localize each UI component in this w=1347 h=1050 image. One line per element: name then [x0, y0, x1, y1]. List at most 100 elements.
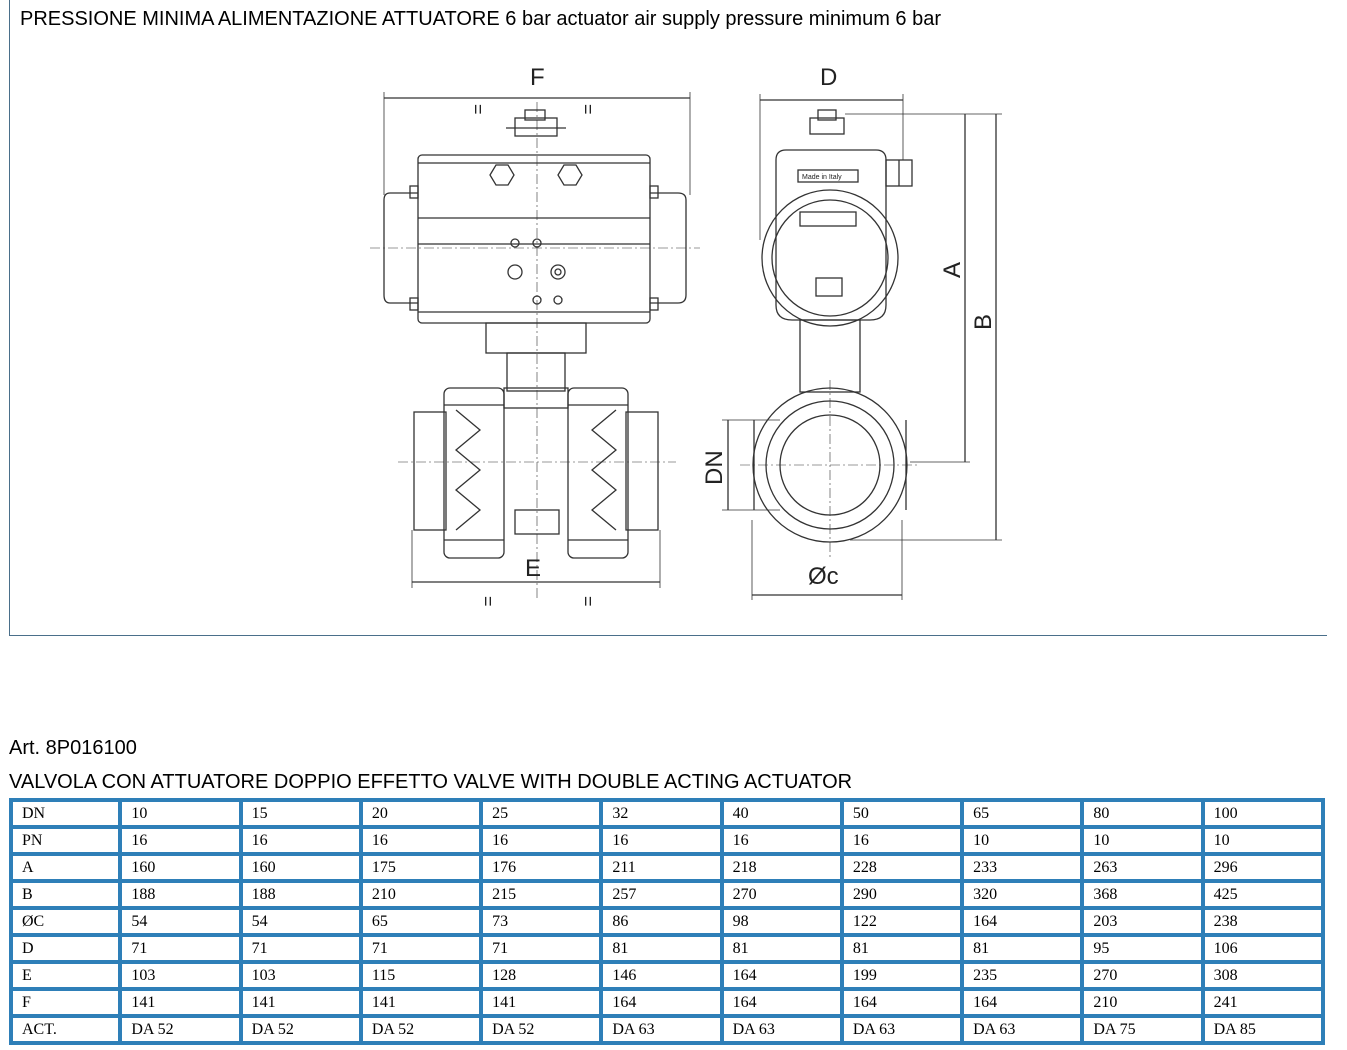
table-cell: 368 — [1083, 882, 1204, 909]
table-cell: 215 — [482, 882, 603, 909]
table-cell: 81 — [963, 936, 1084, 963]
table-cell: 263 — [1083, 855, 1204, 882]
table-cell: DA 63 — [722, 1017, 843, 1042]
table-cell: 65 — [963, 801, 1084, 828]
table-cell: 10 — [1083, 828, 1204, 855]
table-cell: 25 — [482, 801, 603, 828]
row-header-cell: A — [12, 855, 122, 882]
table-cell: 160 — [241, 855, 362, 882]
table-cell: 270 — [722, 882, 843, 909]
drawing-panel: PRESSIONE MINIMA ALIMENTAZIONE ATTUATORE… — [9, 0, 1327, 636]
table-cell: 100 — [1203, 801, 1322, 828]
table-cell: 235 — [963, 963, 1084, 990]
table-cell: DA 75 — [1083, 1017, 1204, 1042]
table-cell: 16 — [241, 828, 362, 855]
table-cell: 115 — [361, 963, 483, 990]
table-cell: 210 — [361, 882, 483, 909]
row-header-cell: ØC — [12, 909, 122, 936]
table-cell: 16 — [602, 828, 723, 855]
made-in-italy-plate: Made in Italy — [802, 174, 842, 181]
table-cell: 54 — [121, 909, 242, 936]
table-cell: 241 — [1203, 990, 1322, 1017]
table-cell: 15 — [241, 801, 362, 828]
article-description: VALVOLA CON ATTUATORE DOPPIO EFFETTO VAL… — [9, 771, 853, 793]
table-cell: 71 — [482, 936, 603, 963]
table-cell: 80 — [1083, 801, 1204, 828]
table-cell: 81 — [842, 936, 964, 963]
row-header-cell: DN — [12, 801, 122, 828]
table-cell: 188 — [121, 882, 242, 909]
row-header-cell: F — [12, 990, 122, 1017]
table-cell: 16 — [121, 828, 242, 855]
table-cell: DA 52 — [241, 1017, 362, 1042]
table-cell: 71 — [121, 936, 242, 963]
dim-eq-2: = — [578, 104, 598, 115]
table-cell: 210 — [1083, 990, 1204, 1017]
table-cell: 73 — [482, 909, 603, 936]
dim-eq-1: = — [468, 104, 488, 115]
table-cell: 103 — [241, 963, 362, 990]
dim-e-label: E — [525, 555, 541, 582]
table-cell: 320 — [963, 882, 1084, 909]
table-cell: 122 — [842, 909, 964, 936]
table-cell: 16 — [482, 828, 603, 855]
table-cell: 257 — [602, 882, 723, 909]
table-cell: 65 — [361, 909, 483, 936]
table-cell: 50 — [842, 801, 964, 828]
table-cell: 103 — [121, 963, 242, 990]
row-header-cell: E — [12, 963, 122, 990]
table-cell: 233 — [963, 855, 1084, 882]
table-cell: 141 — [482, 990, 603, 1017]
table-cell: 71 — [361, 936, 483, 963]
table-cell: 141 — [361, 990, 483, 1017]
table-cell: 16 — [361, 828, 483, 855]
table-cell: 95 — [1083, 936, 1204, 963]
table-cell: 176 — [482, 855, 603, 882]
table-cell: 128 — [482, 963, 603, 990]
dim-b-label: B — [970, 314, 997, 330]
row-header-cell: B — [12, 882, 122, 909]
table-cell: 270 — [1083, 963, 1204, 990]
table-cell: 308 — [1203, 963, 1322, 990]
table-cell: 10 — [963, 828, 1084, 855]
table-cell: 218 — [722, 855, 843, 882]
table-cell: DA 85 — [1203, 1017, 1322, 1042]
table-cell: 81 — [722, 936, 843, 963]
table-cell: 141 — [241, 990, 362, 1017]
dim-eq-4: = — [578, 596, 598, 607]
table-cell: DA 63 — [602, 1017, 723, 1042]
table-cell: 20 — [361, 801, 483, 828]
table-cell: 86 — [602, 909, 723, 936]
valve-technical-drawing: F = = — [370, 64, 1002, 607]
table-cell: DA 52 — [121, 1017, 242, 1042]
table-cell: 164 — [963, 909, 1084, 936]
row-header-cell: ACT. — [12, 1017, 122, 1042]
dim-dn-label: DN — [701, 450, 728, 485]
table-cell: DA 63 — [963, 1017, 1084, 1042]
table-cell: 10 — [121, 801, 242, 828]
table-cell: 160 — [121, 855, 242, 882]
table-cell: DA 52 — [482, 1017, 603, 1042]
table-cell: 238 — [1203, 909, 1322, 936]
table-cell: 10 — [1203, 828, 1322, 855]
supply-pressure-note: PRESSIONE MINIMA ALIMENTAZIONE ATTUATORE… — [20, 8, 942, 30]
table-cell: 290 — [842, 882, 964, 909]
table-cell: DA 52 — [361, 1017, 483, 1042]
table-cell: 211 — [602, 855, 723, 882]
dim-d-label: D — [820, 64, 837, 91]
table-cell: 199 — [842, 963, 964, 990]
table-cell: 188 — [241, 882, 362, 909]
table-cell: 296 — [1203, 855, 1322, 882]
dim-a-label: A — [939, 262, 966, 278]
table-cell: 228 — [842, 855, 964, 882]
